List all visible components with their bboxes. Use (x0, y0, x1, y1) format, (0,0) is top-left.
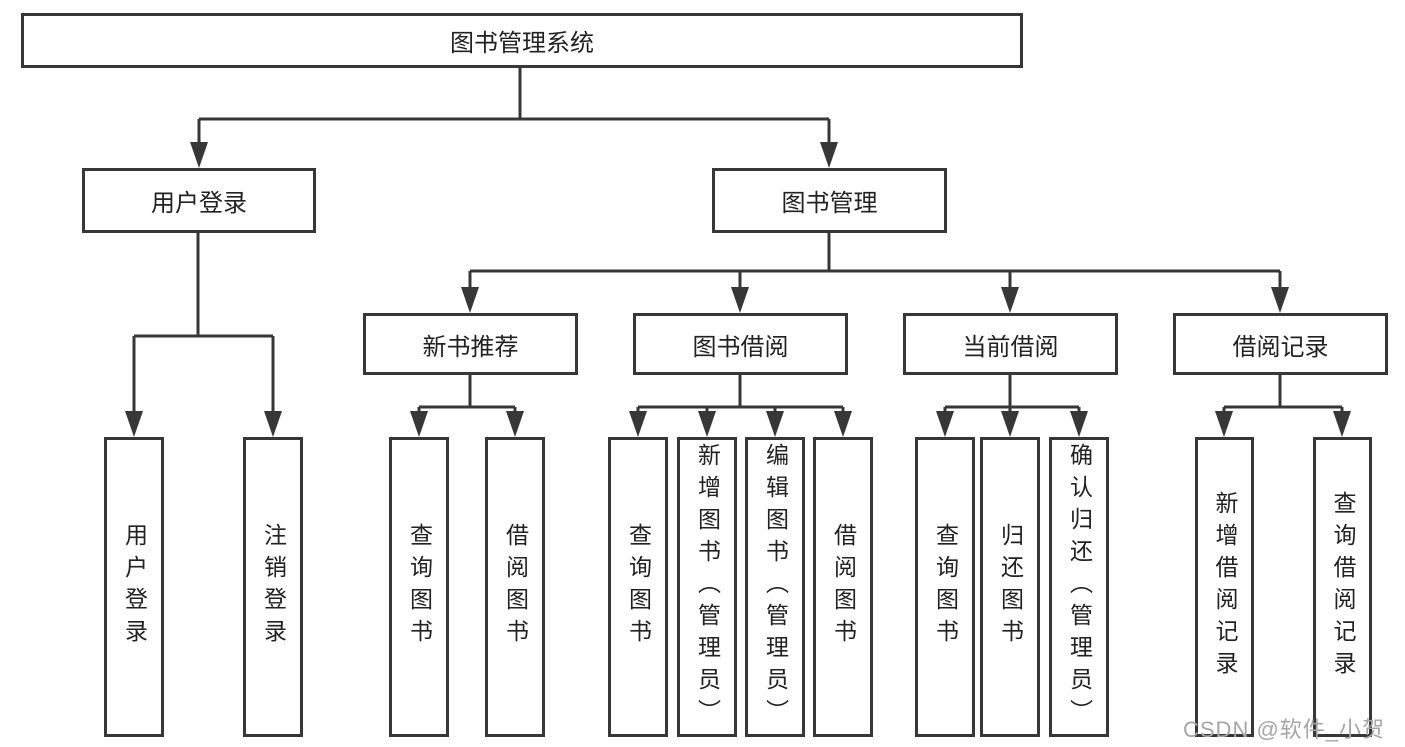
leaf-query-books-recommend: 查询图书 (389, 437, 449, 737)
edge-borrow-records-to-leaves (1222, 375, 1344, 413)
leaf-logout: 注销登录 (243, 437, 303, 737)
edge-user-login-to-leaves (132, 233, 275, 413)
edge-current-borrow-to-leaves (943, 375, 1081, 413)
leaf-user-login: 用户登录 (104, 437, 164, 737)
watermark: CSDN @软件_小贺同学 (1183, 717, 1386, 742)
node-borrow-records: 借阅记录 (1173, 313, 1388, 375)
arrowhead-icon (1333, 411, 1351, 437)
leaf-borrow-books-recommend: 借阅图书 (485, 437, 545, 737)
arrowhead-icon (1001, 411, 1019, 437)
edge-root-to-level2 (197, 68, 831, 144)
arrowhead-icon (834, 411, 852, 437)
arrowhead-icon (698, 411, 716, 437)
arrowhead-icon (506, 411, 524, 437)
arrowhead-icon (1070, 411, 1088, 437)
arrowhead-icon (766, 411, 784, 437)
node-book-management: 图书管理 (712, 168, 947, 233)
edge-book-mgmt-to-level3 (468, 233, 1282, 289)
arrowhead-icon (731, 287, 749, 313)
leaf-return-books: 归还图书 (980, 437, 1040, 737)
node-user-login: 用户登录 (82, 168, 316, 233)
arrowhead-icon (125, 411, 143, 437)
arrowhead-icon (410, 411, 428, 437)
arrowhead-icon (1215, 411, 1233, 437)
leaf-add-borrow-record: 新增借阅记录 (1195, 437, 1254, 737)
arrowhead-icon (1001, 287, 1019, 313)
arrowhead-icon (936, 411, 954, 437)
leaf-borrow-books: 借阅图书 (813, 437, 873, 737)
arrowhead-icon (461, 287, 479, 313)
node-book-borrow: 图书借阅 (633, 313, 848, 375)
leaf-add-books-admin: 新增图书（管理员） (677, 437, 737, 737)
leaf-edit-books-admin: 编辑图书（管理员） (745, 437, 805, 737)
node-current-borrow: 当前借阅 (903, 313, 1118, 375)
leaf-confirm-return-admin: 确认归还（管理员） (1049, 437, 1109, 737)
leaf-query-borrow-record: 查询借阅记录 (1313, 437, 1372, 737)
node-root: 图书管理系统 (21, 13, 1023, 68)
arrowhead-icon (820, 142, 838, 168)
arrowhead-icon (629, 411, 647, 437)
edge-book-borrow-to-leaves (636, 375, 845, 413)
arrowhead-icon (1271, 287, 1289, 313)
arrowhead-icon (264, 411, 282, 437)
leaf-query-books-current: 查询图书 (915, 437, 975, 737)
arrowhead-icon (190, 142, 208, 168)
leaf-query-books-borrow: 查询图书 (608, 437, 668, 737)
node-new-book-recommend: 新书推荐 (363, 313, 578, 375)
edge-new-books-to-leaves (417, 375, 517, 413)
